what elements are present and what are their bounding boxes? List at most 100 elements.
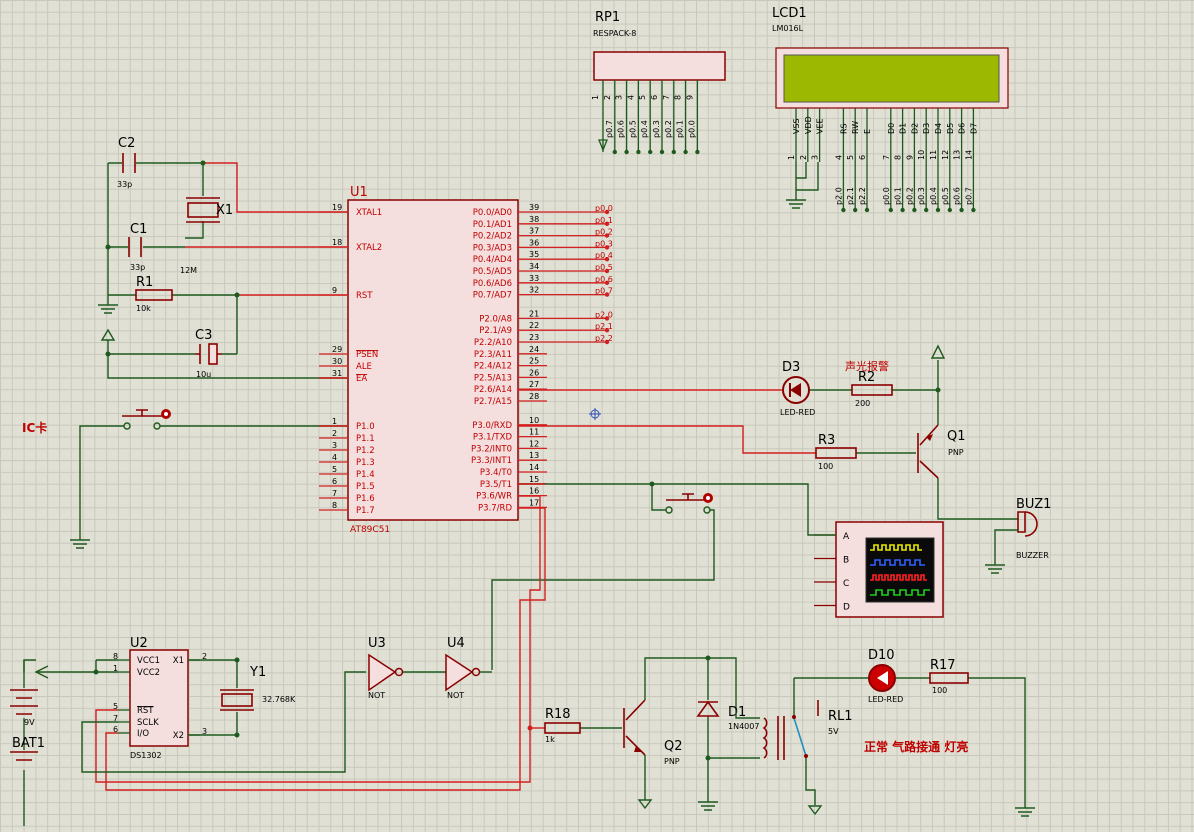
r2-resistor[interactable]: R2 200: [851, 370, 893, 408]
r1-resistor[interactable]: R1 10k: [135, 275, 173, 313]
u1-pin-name: P3.5/T1: [480, 480, 512, 490]
x1-crystal[interactable]: X1 12M: [180, 197, 233, 275]
q1-ref: Q1: [947, 429, 966, 444]
c3-ref: C3: [195, 328, 212, 343]
u1-pin-num: 34: [529, 262, 539, 271]
rp1-pin-num: 6: [650, 95, 659, 100]
rp1-part: RESPACK-8: [593, 29, 636, 38]
q2-transistor[interactable]: Q2 PNP: [623, 699, 683, 766]
vcc-arrow-icon: [34, 665, 49, 679]
u1-pin-name: P1.5: [356, 482, 375, 492]
u1-pin-name: P0.6/AD6: [473, 279, 512, 289]
buz1-buzzer[interactable]: BUZ1 BUZZER: [985, 497, 1051, 574]
rl1-value: 5V: [828, 727, 839, 736]
lcd-net-label: p0.7: [964, 187, 973, 205]
c1-capacitor[interactable]: C1 33p: [128, 222, 147, 272]
d10-part: LED-RED: [868, 695, 903, 704]
r18-resistor[interactable]: R18 1k: [544, 707, 581, 744]
rp1-pin-num: 3: [615, 95, 624, 100]
relay-driver[interactable]: R18 1k Q2 PNP D1 1N4007: [544, 648, 1035, 817]
lcd-pin-num: 14: [964, 150, 973, 160]
u1-pin-num: 27: [529, 380, 539, 389]
c3-capacitor[interactable]: C3 10u: [195, 328, 222, 379]
u1-pin-name: P3.6/WR: [476, 492, 512, 502]
ic-card-label: IC卡: [22, 420, 47, 435]
lcd-net-label: p2.2: [858, 187, 867, 205]
rl1-relay[interactable]: RL1 5V: [762, 678, 853, 816]
lcd-pin-name: D1: [899, 123, 908, 134]
u3-not-gate[interactable]: U3 NOT: [368, 636, 446, 700]
p35-switch[interactable]: [491, 484, 715, 670]
ground-arrow-icon: [807, 805, 823, 816]
lcd-pin-num: 8: [894, 155, 903, 160]
u1-pin-num: 25: [529, 357, 539, 366]
rp1-pin-num: 1: [591, 95, 600, 100]
u1-pin-num: 14: [529, 463, 539, 472]
u1-pin-num: 16: [529, 487, 539, 496]
r1-ref: R1: [136, 275, 153, 290]
d3-led[interactable]: D3 LED-RED: [780, 360, 815, 417]
c2-capacitor[interactable]: C2 33p: [117, 136, 136, 189]
lcd-net-label: p0.6: [953, 187, 962, 205]
rp1-net-label: p0.3: [652, 120, 661, 138]
d1-ground-icon: [698, 801, 718, 811]
r17-resistor[interactable]: R17 100: [929, 658, 969, 695]
u1-pin-name: P3.7/RD: [478, 503, 512, 513]
reset-section[interactable]: R1 10k C3 10u: [100, 275, 348, 379]
bat1-battery[interactable]: 9V BAT1: [10, 659, 45, 826]
d10-ground-icon: [1015, 807, 1035, 817]
u2-pin-num: 5: [113, 702, 118, 711]
u1-pin-name: P2.6/A14: [474, 385, 512, 395]
scope-channel-label: B: [843, 556, 849, 566]
oscillator-section[interactable]: C2 33p C1 33p X1 12M: [98, 136, 348, 314]
u1-net-label: p0.0: [595, 204, 613, 213]
ic-card-switch[interactable]: IC卡: [22, 409, 348, 549]
d10-led[interactable]: D10 LED-RED: [868, 648, 903, 704]
u2-pin-name: RST: [137, 706, 154, 716]
alarm-section[interactable]: D3 LED-RED 声光报警 R2 200 R3 100 Q1 PNP BUZ…: [518, 344, 1051, 574]
lcd-net-label: p0.1: [894, 187, 903, 205]
lcd-pin-num: 12: [941, 150, 950, 160]
u1-pin-num: 38: [529, 215, 539, 224]
u1-pin-num: 21: [529, 309, 539, 318]
u1-pin-name: P2.5/A13: [474, 373, 512, 383]
u1-microcontroller[interactable]: U1 AT89C51 19XTAL118XTAL29RST29PSEN30ALE…: [319, 185, 613, 535]
lcd-pin-num: 3: [811, 155, 820, 160]
u1-net-label: p2.1: [595, 322, 613, 331]
r3-resistor[interactable]: R3 100: [815, 433, 857, 471]
rp1-body: [593, 51, 726, 81]
y1-crystal[interactable]: Y1 32.768K: [220, 665, 296, 711]
u1-pin-name: XTAL1: [356, 208, 382, 218]
q1-transistor[interactable]: Q1 PNP: [917, 424, 966, 479]
r17-ref: R17: [930, 658, 956, 673]
u1-pin-name: P2.0/A8: [479, 314, 512, 324]
c2-value: 33p: [117, 180, 132, 189]
u1-pin-name: P1.4: [356, 470, 375, 480]
u1-pin-num: 39: [529, 203, 539, 212]
lcd-pin-num: 2: [799, 155, 808, 160]
u4-ref: U4: [447, 636, 465, 651]
lcd-pin-name: D0: [887, 123, 896, 134]
u2-pin-name: VCC1: [137, 656, 160, 666]
lcd-net-label: p0.4: [929, 187, 938, 205]
d1-diode[interactable]: D1 1N4007: [696, 658, 759, 802]
u1-pin-num: 36: [529, 238, 539, 247]
d1-part: 1N4007: [728, 722, 759, 731]
lcd-pin-num: 6: [858, 155, 867, 160]
u1-pin-name: P0.5/AD5: [473, 267, 512, 277]
u4-not-gate[interactable]: U4 NOT: [445, 636, 492, 700]
u2-pin-num: 6: [113, 725, 118, 734]
lcd-pin-name: D5: [946, 123, 955, 134]
u1-pin-name: XTAL2: [356, 243, 382, 253]
lcd-net-label: p0.5: [941, 187, 950, 205]
u1-pin-num: 12: [529, 439, 539, 448]
lcd-net-label: p0.0: [882, 187, 891, 205]
u1-pin-num: 17: [529, 498, 539, 507]
lcd1-display[interactable]: LCD1 LM016L VSS1VDD2VEE3RS4p2.0RW5p2.1E6…: [772, 6, 1009, 213]
u3-ref: U3: [368, 636, 386, 651]
u1-pin-num: 32: [529, 286, 539, 295]
